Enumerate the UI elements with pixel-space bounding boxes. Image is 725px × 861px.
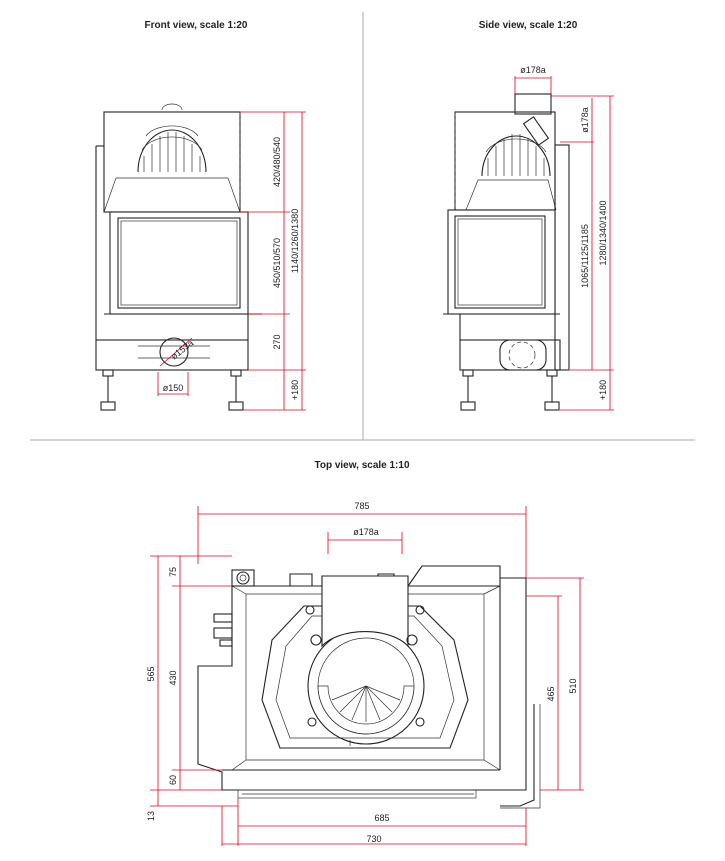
top-firebox — [261, 605, 469, 749]
front-dim-base: 270 — [272, 334, 282, 349]
side-firebox — [447, 209, 556, 315]
top-dim-465: 465 — [546, 686, 556, 701]
top-dim-60: 60 — [168, 775, 178, 785]
front-air-inlet — [159, 337, 189, 367]
front-dim-total: 1140/1260/1380 — [290, 209, 300, 273]
top-dim-width: 785 — [354, 501, 369, 511]
front-view-title: Front view, scale 1:20 — [144, 20, 247, 31]
top-dim-685: 685 — [374, 813, 389, 823]
side-dim-side-diameter: ø178a — [580, 107, 590, 133]
side-dim-height-b: 1280/1340/1400 — [598, 200, 608, 265]
side-dim-top-diameter: ø178a — [520, 65, 546, 75]
side-view: ø178a ø178a 1065/1125/1185 1280/1340/140… — [443, 65, 614, 411]
front-base — [95, 339, 249, 371]
front-dim-opening: 450/510/570 — [272, 238, 282, 288]
side-flue-collar — [514, 93, 552, 115]
side-panel — [554, 144, 570, 371]
side-dim-legs: +180 — [598, 380, 608, 400]
top-view: 785 ø178a 75 430 565 60 13 685 730 — [146, 501, 584, 846]
front-view: 420/480/540 450/510/570 1140/1260/1380 2… — [95, 103, 306, 411]
top-dim-430: 430 — [168, 670, 178, 685]
top-dim-510: 510 — [568, 678, 578, 693]
front-grate — [137, 103, 207, 173]
front-dim-legs: +180 — [290, 380, 300, 400]
top-dim-75: 75 — [168, 567, 178, 577]
top-dim-13: 13 — [146, 811, 156, 821]
top-flue-block — [321, 575, 409, 648]
side-dim-height-a: 1065/1125/1185 — [580, 224, 590, 288]
front-dim-flue-diameter: ø150 — [163, 383, 184, 393]
front-firebox — [109, 211, 249, 315]
front-dim-upper: 420/480/540 — [272, 137, 282, 187]
side-grate — [481, 134, 551, 177]
side-view-title: Side view, scale 1:20 — [479, 20, 578, 31]
front-hood — [103, 111, 241, 213]
top-dim-565: 565 — [146, 666, 156, 681]
top-dim-730: 730 — [366, 834, 381, 844]
top-view-title: Top view, scale 1:10 — [314, 460, 409, 471]
top-dim-flue-diameter: ø178a — [353, 527, 379, 537]
